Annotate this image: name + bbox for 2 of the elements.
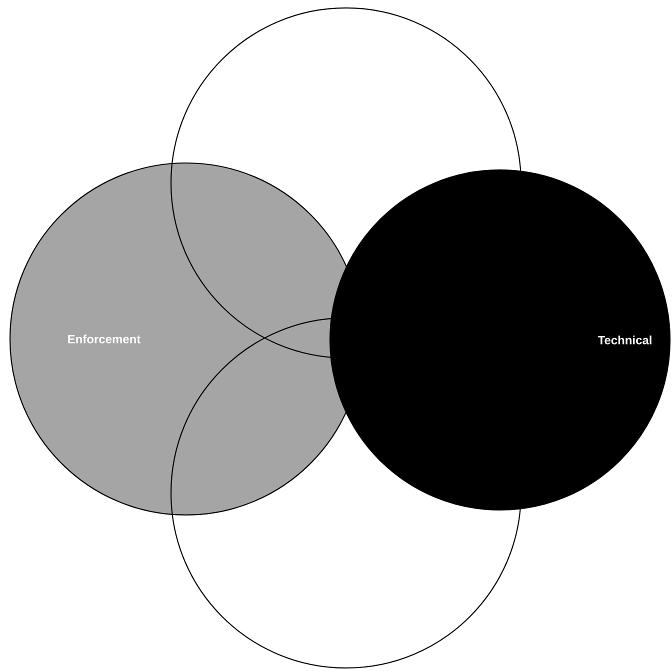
empty-circle [170, 7, 522, 359]
empty-circle [170, 317, 522, 669]
